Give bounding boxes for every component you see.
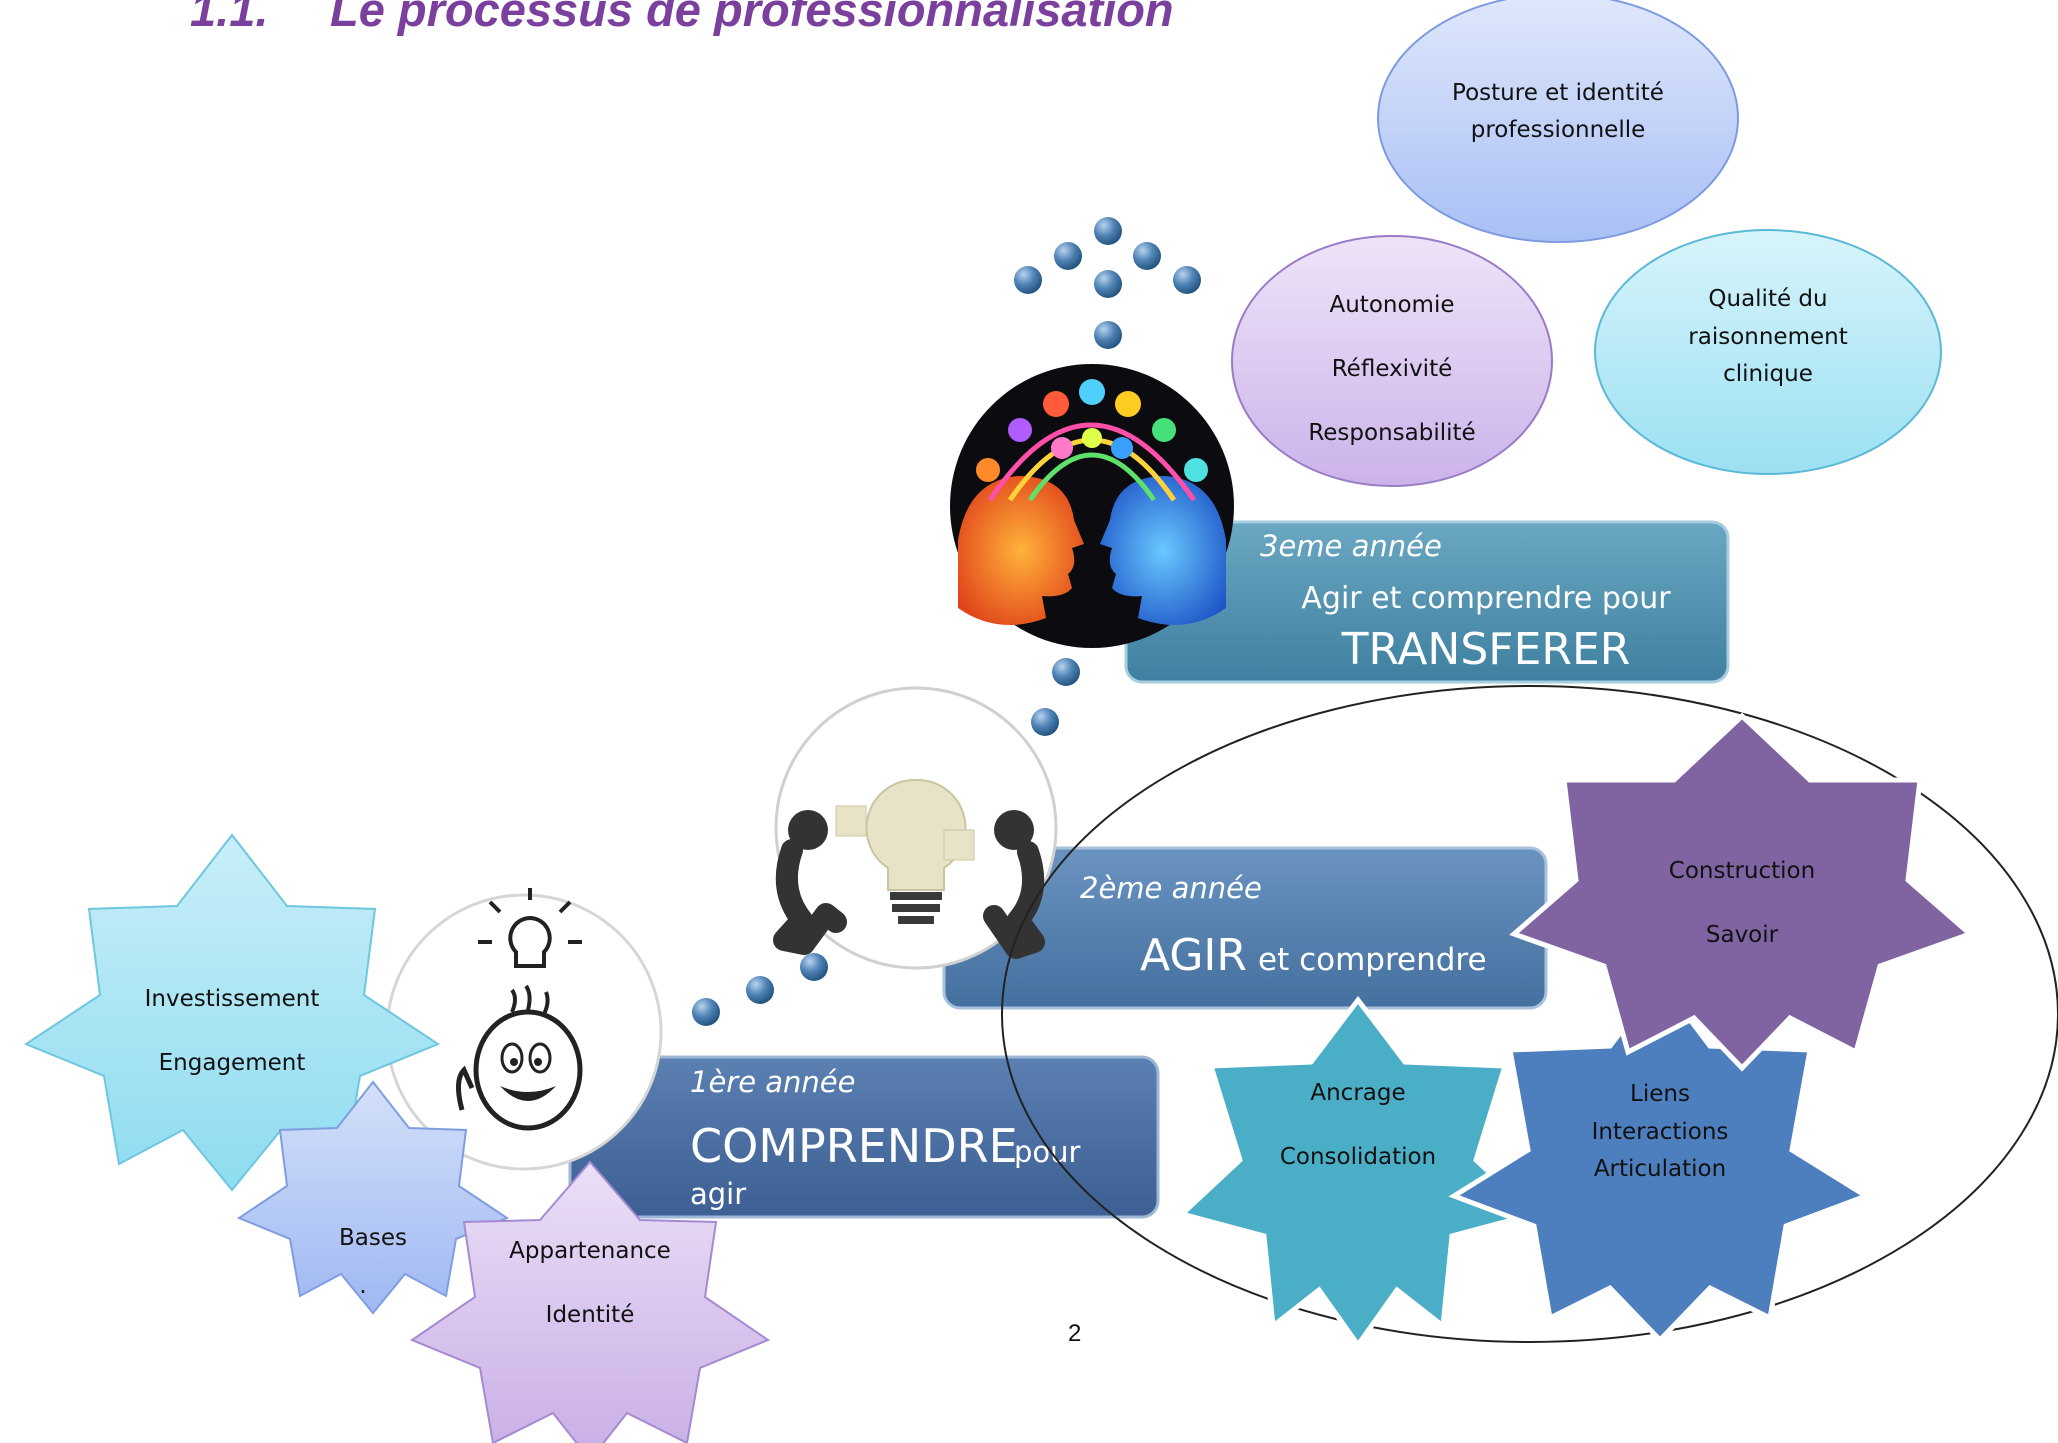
oval-posture-line2: professionnelle (1471, 117, 1646, 143)
star-ancrage: Ancrage Consolidation (1176, 995, 1540, 1350)
oval-autonomie-line2: Réflexivité (1332, 356, 1453, 382)
star-construction: Construction Savoir (1509, 712, 1975, 1072)
star-bases-line1: Bases (339, 1225, 407, 1251)
trail-dot (1054, 242, 1082, 270)
grouping-ellipse (1001, 685, 2058, 1343)
trail-dot (692, 998, 720, 1026)
year1-main: COMPRENDRE (690, 1119, 1018, 1173)
trail-dot (1052, 658, 1080, 686)
oval-autonomie: Autonomie Réflexivité Responsabilité (1231, 235, 1553, 487)
oval-autonomie-line3: Responsabilité (1308, 420, 1475, 446)
trail-dot (1014, 266, 1042, 294)
star-construction-line1: Construction (1669, 858, 1815, 884)
puzzle-lightbulb-icon (773, 686, 1058, 970)
year1-rest: pour (1014, 1135, 1081, 1169)
star-appartenance-line1: Appartenance (509, 1238, 671, 1264)
oval-autonomie-line1: Autonomie (1330, 292, 1455, 318)
star-investissement-line1: Investissement (145, 986, 320, 1012)
section-heading: 1.1. Le processus de professionnalisation (190, 0, 1174, 37)
lightbulb-character-icon (385, 888, 663, 1171)
year1-label: 1ère année (690, 1065, 856, 1099)
trail-dot (1094, 321, 1122, 349)
star-investissement-line2: Engagement (159, 1050, 306, 1076)
year1-rest2: agir (690, 1177, 746, 1211)
year1-box: 1ère année COMPRENDRE pour agir (568, 1055, 1160, 1219)
oval-posture-line1: Posture et identité (1452, 80, 1664, 106)
trail-dot (746, 976, 774, 1004)
trail-dot (1094, 270, 1122, 298)
section-title: Le processus de professionnalisation (330, 0, 1174, 36)
year3-box: 3eme année Agir et comprendre pour TRANS… (1124, 520, 1730, 684)
star-appartenance-line2: Identité (546, 1302, 635, 1328)
oval-qualite-line1: Qualité du (1708, 286, 1827, 312)
star-ancrage-line1: Ancrage (1310, 1080, 1405, 1106)
star-bases: Bases . (236, 1080, 510, 1315)
oval-qualite-line2: raisonnement (1688, 324, 1847, 350)
year2-main: AGIR (1140, 930, 1247, 981)
star-liens-line3: Articulation (1594, 1156, 1726, 1182)
star-appartenance: Appartenance Identité (409, 1160, 771, 1443)
trail-dot (1133, 242, 1161, 270)
page-number: 2 (1068, 1320, 1082, 1347)
year3-main: TRANSFERER (1341, 624, 1631, 675)
star-ancrage-line2: Consolidation (1280, 1144, 1436, 1170)
oval-qualite: Qualité du raisonnement clinique (1594, 229, 1942, 475)
section-number: 1.1. (190, 0, 269, 36)
star-construction-line2: Savoir (1706, 922, 1779, 948)
trail-dot (1031, 708, 1059, 736)
star-liens: Liens Interactions Articulation (1448, 975, 1872, 1344)
year2-label: 2ème année (1080, 871, 1262, 905)
year2-rest: et comprendre (1258, 942, 1487, 978)
star-investissement: Investissement Engagement (23, 833, 441, 1192)
oval-posture: Posture et identité professionnelle (1377, 0, 1739, 243)
year2-box: 2ème année AGIR et comprendre (942, 846, 1548, 1010)
star-liens-line1: Liens (1630, 1081, 1690, 1107)
star-liens-line2: Interactions (1592, 1119, 1729, 1145)
trail-dot (1173, 266, 1201, 294)
year3-line1: Agir et comprendre pour (1301, 581, 1671, 616)
oval-qualite-line3: clinique (1723, 361, 1813, 387)
two-heads-exchange-icon (950, 364, 1234, 648)
year3-label: 3eme année (1260, 529, 1442, 563)
dot-trail (692, 217, 1201, 1026)
star-bases-line2: . (359, 1273, 366, 1299)
trail-dot (800, 953, 828, 981)
trail-dot (1094, 217, 1122, 245)
